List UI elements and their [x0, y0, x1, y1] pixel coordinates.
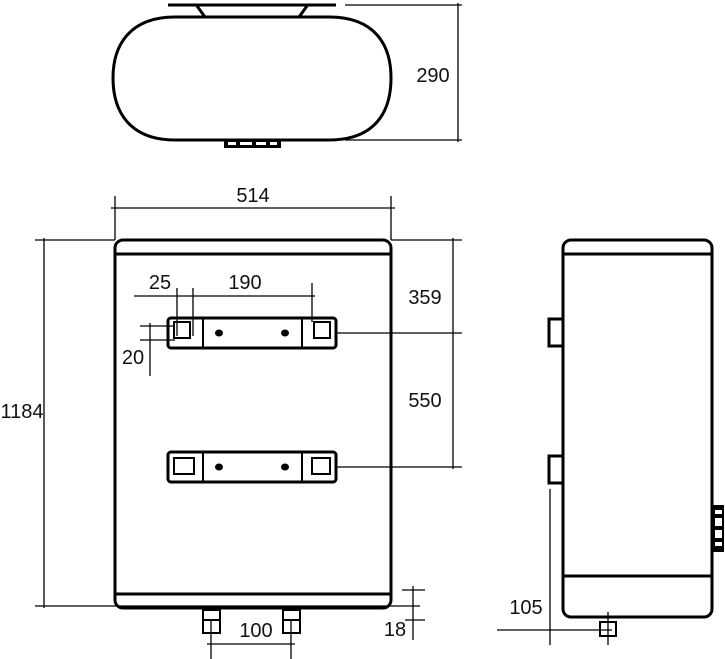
lower-mounting-bracket — [166, 450, 338, 484]
dim-slot-height: 20 — [122, 347, 144, 369]
dim-height: 1184 — [0, 401, 43, 423]
tank-outline-front — [113, 238, 393, 610]
dim-depth: 290 — [416, 65, 449, 87]
dim-bracket-spacing: 550 — [408, 390, 441, 412]
dim-bracket-offset: 25 — [149, 272, 171, 294]
dim-width: 514 — [236, 185, 269, 207]
front-view: 514 25 190 20 359 550 1184 100 18 — [0, 185, 462, 659]
side-view: 105 — [497, 238, 724, 645]
tank-outline-side — [561, 238, 714, 619]
tank-outline-top — [111, 15, 393, 142]
control-panel-icon — [712, 505, 724, 552]
wall-bracket-top — [168, 3, 336, 18]
dim-pipe-spacing: 100 — [239, 620, 272, 642]
connector-block-icon — [224, 140, 281, 148]
dim-top-to-bracket: 359 — [408, 287, 441, 309]
dim-pipe-from-wall: 105 — [509, 597, 542, 619]
top-view: 290 — [111, 3, 462, 148]
dim-bracket-hole-spacing: 190 — [228, 272, 261, 294]
dim-pipe-protrusion: 18 — [384, 619, 406, 641]
